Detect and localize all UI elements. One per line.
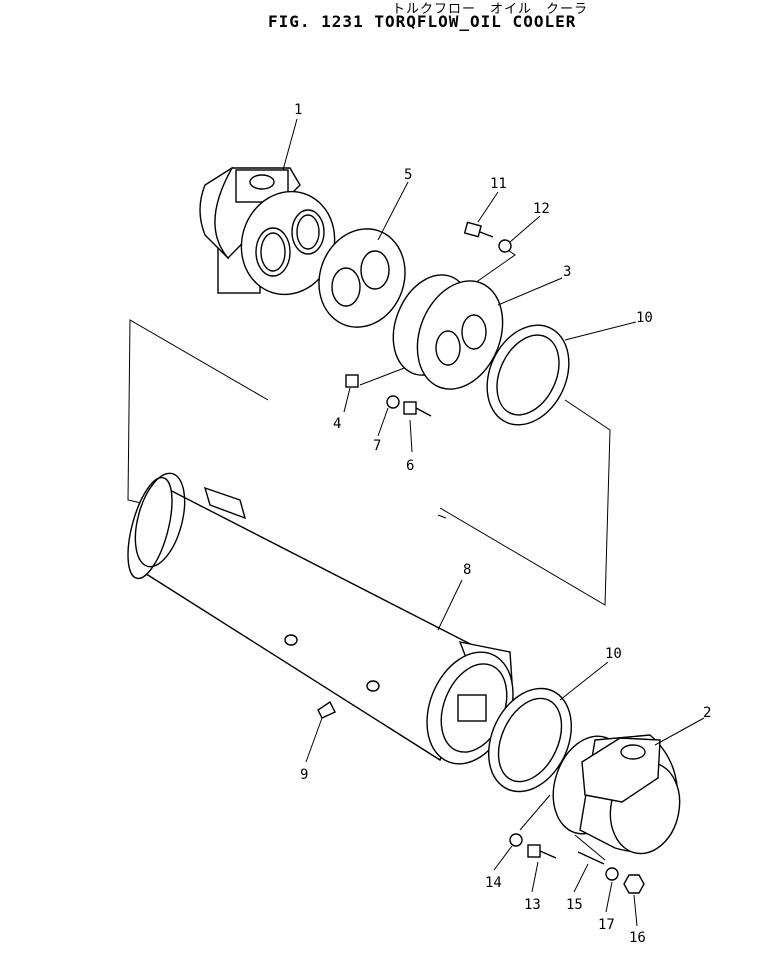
callout-14: 14	[485, 875, 502, 891]
figure-title: FIG. 1231 TORQFLOW_OIL COOLER	[268, 12, 577, 31]
callout-2: 2	[703, 705, 711, 721]
callout-labels: 1 5 11 12 3 10 4 7 6 8 10 2 9 14 13 15 1…	[294, 102, 711, 946]
callout-13: 13	[524, 897, 541, 913]
fasteners	[317, 221, 645, 894]
part-3-cover-plate	[392, 274, 504, 390]
callout-9: 9	[300, 767, 308, 783]
callout-15: 15	[566, 897, 583, 913]
callout-12: 12	[533, 201, 550, 217]
callout-3: 3	[563, 264, 571, 280]
part-10-gasket-lower	[487, 687, 573, 793]
leader-lines	[282, 118, 705, 927]
callout-4: 4	[333, 416, 341, 432]
callout-11: 11	[490, 176, 507, 192]
callout-7: 7	[373, 438, 381, 454]
part-10-gasket-upper	[486, 324, 570, 426]
figure-title-japanese: トルクフロー オイル クーラ	[392, 2, 589, 17]
callout-10-lower: 10	[605, 646, 622, 662]
callout-8: 8	[463, 562, 471, 578]
callout-6: 6	[406, 458, 414, 474]
callout-1: 1	[294, 102, 302, 118]
part-1-inlet-housing	[199, 166, 336, 296]
callout-17: 17	[598, 917, 615, 933]
part-2-outlet-housing	[552, 734, 681, 855]
callout-10-upper: 10	[636, 310, 653, 326]
callout-5: 5	[404, 167, 412, 183]
part-8-cooler-body	[127, 472, 514, 765]
callout-16: 16	[629, 930, 646, 946]
part-5-gasket	[318, 228, 406, 328]
